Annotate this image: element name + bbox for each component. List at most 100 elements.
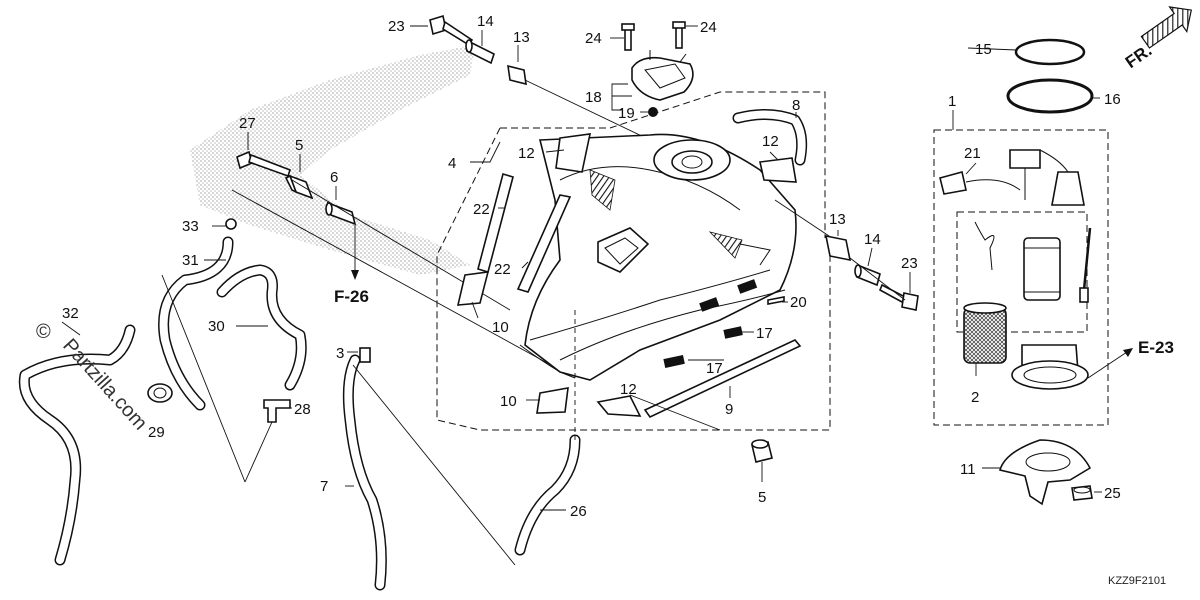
callout-21: 21 [964,145,981,162]
level-sensor [1079,227,1092,303]
callout-12-right: 12 [762,133,779,150]
hose-31 [158,236,234,411]
pad-10-bottom [536,387,569,414]
collar-14-right [854,264,881,287]
pump-top [1009,149,1085,206]
nut-25 [1071,485,1093,501]
callout-24-left: 24 [585,30,602,47]
callout-2: 2 [971,389,979,406]
strip-9 [643,339,802,419]
callout-27: 27 [239,115,256,132]
screw-24-right [672,21,686,49]
callout-1: 1 [948,93,956,110]
strip-22-right [516,194,572,293]
hose-32 [18,324,136,566]
setting-plate-11 [999,439,1092,506]
strip-20 [767,296,785,305]
f26-arrow [351,270,359,280]
hose-30 [216,264,307,391]
packing-15 [1014,38,1086,66]
callout-33: 33 [182,218,199,235]
pad-17-lower [663,355,685,368]
bolt-23-top [429,14,474,47]
watermark-text: Partzilla.com [58,335,151,435]
bolt-27 [236,150,292,178]
callout-13-right: 13 [829,211,846,228]
callout-22-right: 22 [494,261,511,278]
bolt-23-right [878,283,919,311]
hose-26 [514,434,581,556]
e23-arrow [1123,348,1133,357]
collar-14-top [465,39,495,65]
pad-12-top [555,133,592,173]
screw-24-left [621,23,635,51]
callout-12-top: 12 [518,145,535,162]
diagram-code: KZZ9F2101 [1108,575,1166,587]
strainer-2 [963,302,1007,364]
callout-32: 32 [62,305,79,322]
wire-harness [974,221,995,271]
clamp-29 [147,383,173,403]
callout-31: 31 [182,252,199,269]
callout-5-bottom: 5 [758,489,766,506]
callout-22-left: 22 [473,201,490,218]
leader-lines [61,25,1102,511]
hose-7 [342,354,387,591]
callout-25: 25 [1104,485,1121,502]
leader-hose-7 [352,364,516,566]
callout-10-bottom: 10 [500,393,517,410]
callout-18: 18 [585,89,602,106]
pad-10-left [456,271,490,306]
clip-33 [225,218,237,230]
collar-6 [325,201,357,226]
callout-26: 26 [570,503,587,520]
callout-9-tank: 9 [725,401,733,418]
fuel-tank-body [436,91,836,431]
watermark-symbol: © [36,321,51,343]
callout-12-bottom: 12 [620,381,637,398]
callout-5-left: 5 [295,137,303,154]
callout-28: 28 [294,401,311,418]
ref-f26: F-26 [334,287,369,306]
callout-20: 20 [790,294,807,311]
callout-14-top: 14 [477,13,494,30]
joint-28 [263,399,291,423]
callout-11: 11 [960,461,976,478]
fuel-pump-set-plate [631,50,694,101]
pad-12-bottom [596,395,642,417]
front-direction-arrow-icon [1140,6,1193,49]
e23-leader [1087,349,1131,379]
callout-24-right: 24 [700,19,717,36]
stipple-shadow [190,45,475,275]
pad-17-upper [723,326,743,339]
seal-19 [648,107,658,117]
callout-23-right: 23 [901,255,918,272]
callout-29: 29 [148,424,165,441]
callout-10-left: 10 [492,319,509,336]
center-line-right [774,199,836,241]
callout-23-top: 23 [388,18,405,35]
callout-30: 30 [208,318,225,335]
pump-base [1011,344,1089,390]
clip-3 [359,347,371,363]
leader-triangle-left [161,274,246,483]
callout-4: 4 [448,155,456,172]
callout-13-top: 13 [513,29,530,46]
fuel-pump-subframe [956,211,1088,333]
callout-17-lower: 17 [706,360,723,377]
fuel-pump-frame [933,129,1109,426]
grommet-5-bottom [751,439,773,463]
callout-8: 8 [792,97,800,114]
ref-e23: E-23 [1138,338,1174,357]
strip-22-left [477,172,514,274]
callout-7: 7 [320,478,328,495]
callout-labels: 23 14 13 24 24 18 19 8 12 12 4 22 22 10 … [62,13,1121,520]
center-line-top [524,79,651,141]
callout-17-upper: 17 [756,325,773,342]
collar-5 [284,174,314,200]
ring-16 [1006,78,1094,114]
leader-triangle-right [244,421,273,483]
callout-14-right: 14 [864,231,881,248]
